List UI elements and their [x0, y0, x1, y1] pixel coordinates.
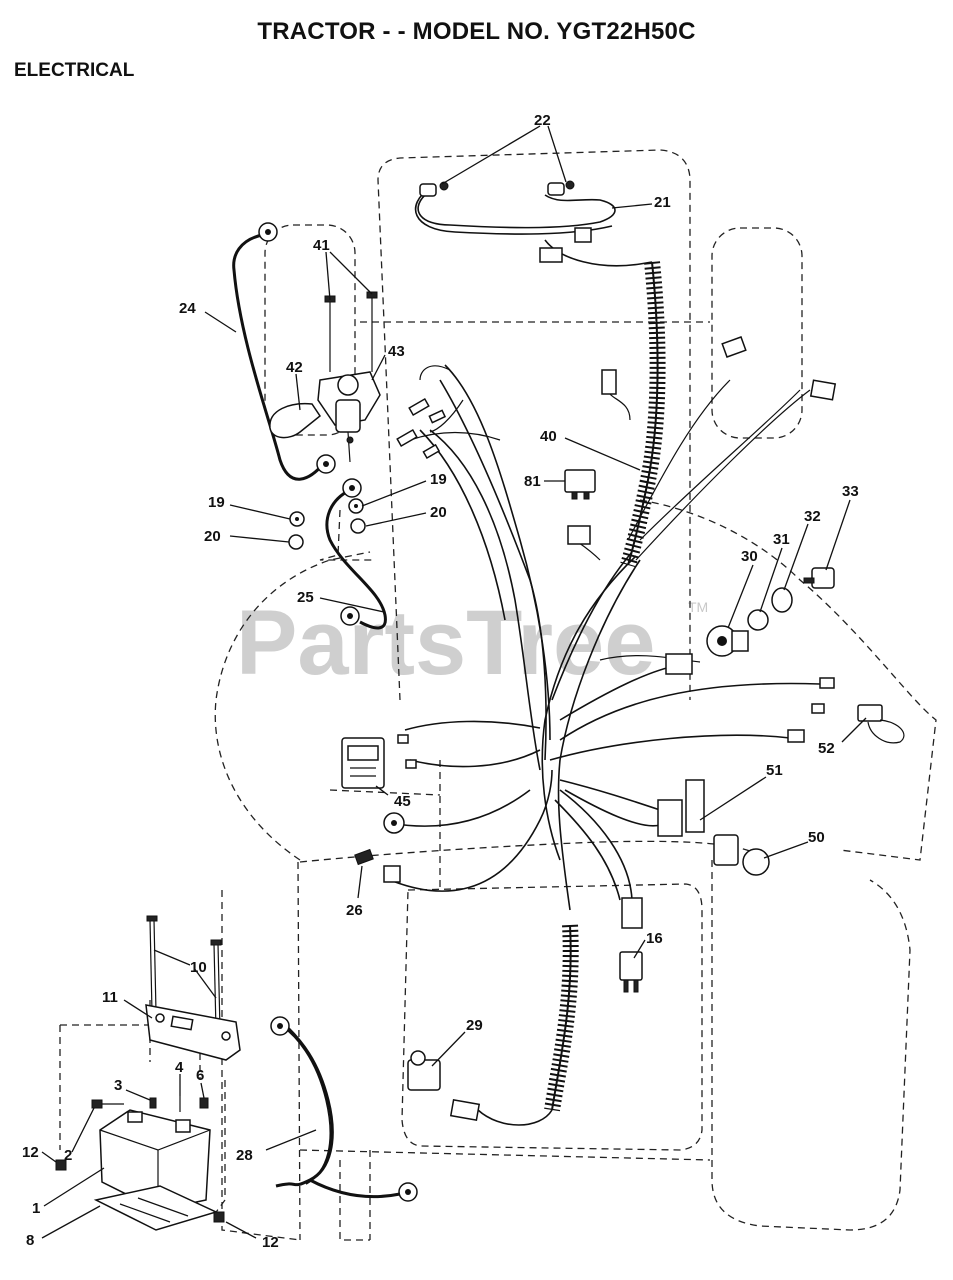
callout-20-right: 20: [430, 504, 447, 521]
diagram-title: TRACTOR - - MODEL NO. YGT22H50C: [257, 18, 696, 45]
callout-31: 31: [773, 531, 790, 548]
light-52: [857, 704, 905, 744]
callout-11: 11: [102, 989, 118, 1006]
watermark-trademark: TM: [688, 599, 708, 615]
callout-21: 21: [654, 194, 671, 211]
callout-20-left: 20: [204, 528, 221, 545]
switch-plate-51: [657, 779, 705, 837]
callout-40: 40: [540, 428, 557, 445]
bulb-left: [419, 181, 449, 197]
callout-2: 2: [64, 1147, 72, 1164]
callout-43: 43: [388, 343, 405, 360]
callout-52: 52: [818, 740, 835, 757]
callout-33: 33: [842, 483, 859, 500]
battery-hardware: [55, 1096, 225, 1223]
callout-4: 4: [175, 1059, 184, 1076]
terminal-26: [354, 848, 401, 883]
starter-solenoid: [317, 291, 381, 463]
watermark: PartsTree TM: [236, 592, 708, 694]
callout-6: 6: [196, 1067, 204, 1084]
callout-24: 24: [179, 300, 196, 317]
callout-8: 8: [26, 1232, 34, 1249]
battery-hold-down: [145, 915, 241, 1061]
coiled-wrap-lower: [477, 924, 579, 1126]
callout-30: 30: [741, 548, 758, 565]
ignition-nut: [747, 609, 769, 631]
callouts: 22 21 41 24 43 42 40 81 19 19 20 20 33 3…: [22, 112, 859, 1251]
coiled-wrap-upper: [620, 261, 666, 568]
callout-22: 22: [534, 112, 551, 129]
callout-32: 32: [804, 508, 821, 525]
callout-42: 42: [286, 359, 303, 376]
bulb-right: [547, 180, 575, 196]
battery-cable-25: [325, 478, 387, 630]
callout-51: 51: [766, 762, 783, 779]
callout-45: 45: [394, 793, 411, 810]
callout-12-left: 12: [22, 1144, 39, 1161]
callout-12-right: 12: [262, 1234, 279, 1251]
callout-19-left: 19: [208, 494, 225, 511]
callout-19-right: 19: [430, 471, 447, 488]
headlight-connector-2: [574, 227, 592, 243]
watermark-text: PartsTree: [236, 592, 655, 694]
harness-terminals: [383, 336, 837, 929]
battery-cable-28: [270, 1016, 418, 1202]
ignition-key: [803, 567, 835, 589]
hardware-19-20: [288, 498, 366, 550]
callout-25: 25: [297, 589, 314, 606]
callout-81: 81: [524, 473, 541, 490]
callout-26: 26: [346, 902, 363, 919]
callout-3: 3: [114, 1077, 122, 1094]
switch-50: [713, 834, 770, 876]
connector-16: [619, 951, 643, 993]
battery: [99, 1109, 211, 1211]
relay: [564, 469, 596, 500]
hour-meter: [341, 737, 385, 789]
solenoid-boot: [269, 402, 322, 439]
callout-41: 41: [313, 237, 330, 254]
ignition-switch: [706, 625, 749, 657]
tractor-outline: [59, 149, 937, 1241]
callout-16: 16: [646, 930, 663, 947]
headlight-connector: [539, 247, 563, 263]
section-heading: ELECTRICAL: [14, 60, 135, 81]
switch-29: [407, 1050, 481, 1122]
callout-1: 1: [32, 1200, 40, 1217]
callout-10: 10: [190, 959, 207, 976]
callout-50: 50: [808, 829, 825, 846]
ignition-washer: [771, 587, 793, 613]
headlight-harness: [414, 180, 653, 267]
leader-lines: [41, 125, 867, 1239]
callout-29: 29: [466, 1017, 483, 1034]
main-harness: [389, 364, 821, 911]
battery-cable-24: [232, 222, 336, 481]
callout-28: 28: [236, 1147, 253, 1164]
